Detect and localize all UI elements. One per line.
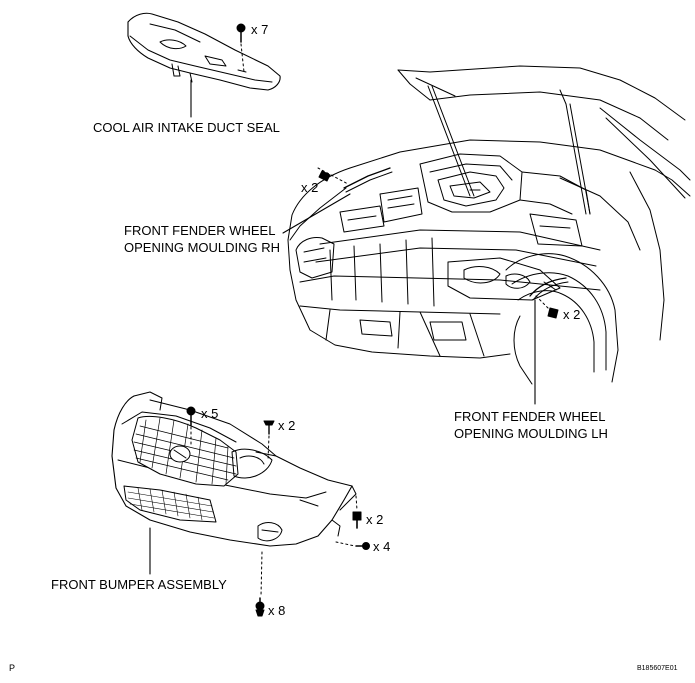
label-cool-air-intake-duct-seal: COOL AIR INTAKE DUCT SEAL	[93, 120, 280, 135]
bumper-side-bolt-guide	[355, 495, 358, 511]
vehicle-engine-bay-illustration	[287, 65, 691, 385]
rh-clip-guide	[317, 167, 349, 185]
bumper-side-bolt-icon	[352, 511, 362, 529]
duct-seal-clip-icon	[236, 23, 246, 43]
qty-bumper-side-screws: x 4	[373, 539, 391, 554]
rh-clip-icon	[318, 170, 331, 182]
rh-moulding-strip-inner	[345, 171, 393, 193]
bumper-top-screw-icon	[263, 420, 275, 435]
qty-bumper-top-clips: x 5	[201, 406, 219, 421]
qty-bumper-top-screws: x 2	[278, 418, 296, 433]
bumper-bottom-clip-icon	[255, 597, 265, 617]
label-front-fender-wheel-lh-line1: FRONT FENDER WHEEL	[454, 409, 606, 424]
duct-seal-clip-guide	[240, 43, 245, 73]
lh-clip-icon	[547, 307, 559, 319]
qty-duct-seal-clips: x 7	[251, 22, 269, 37]
bumper-bottom-clip-guide	[260, 551, 263, 597]
qty-bumper-bottom-clips: x 8	[268, 603, 286, 618]
qty-rh-moulding-clips: x 2	[301, 180, 319, 195]
label-front-fender-wheel-rh-line2: OPENING MOULDING RH	[124, 240, 281, 255]
footer-figure-code: B185607E01	[637, 665, 678, 672]
cool-air-intake-duct-seal-part	[127, 12, 281, 91]
bumper-side-screw-guide	[335, 541, 356, 547]
front-bumper-part	[111, 391, 357, 547]
footer-page-mark: P	[9, 663, 16, 673]
rh-moulding-leader-line	[282, 193, 351, 234]
lh-moulding-strip-inner	[532, 281, 569, 301]
label-front-bumper-assembly: FRONT BUMPER ASSEMBLY	[51, 577, 227, 592]
qty-lh-moulding-clips: x 2	[563, 307, 581, 322]
lh-clip-guide	[535, 295, 553, 313]
label-front-fender-wheel-lh-line2: OPENING MOULDING LH	[454, 426, 608, 441]
qty-bumper-side-bolts: x 2	[366, 512, 384, 527]
bumper-top-clip-icon	[186, 406, 196, 426]
bumper-top-screw-guide	[267, 435, 270, 461]
bumper-side-screw-icon	[355, 542, 370, 550]
rh-moulding-strip	[343, 167, 391, 189]
label-front-fender-wheel-rh-line1: FRONT FENDER WHEEL	[124, 223, 276, 238]
lh-moulding-strip	[529, 277, 567, 297]
